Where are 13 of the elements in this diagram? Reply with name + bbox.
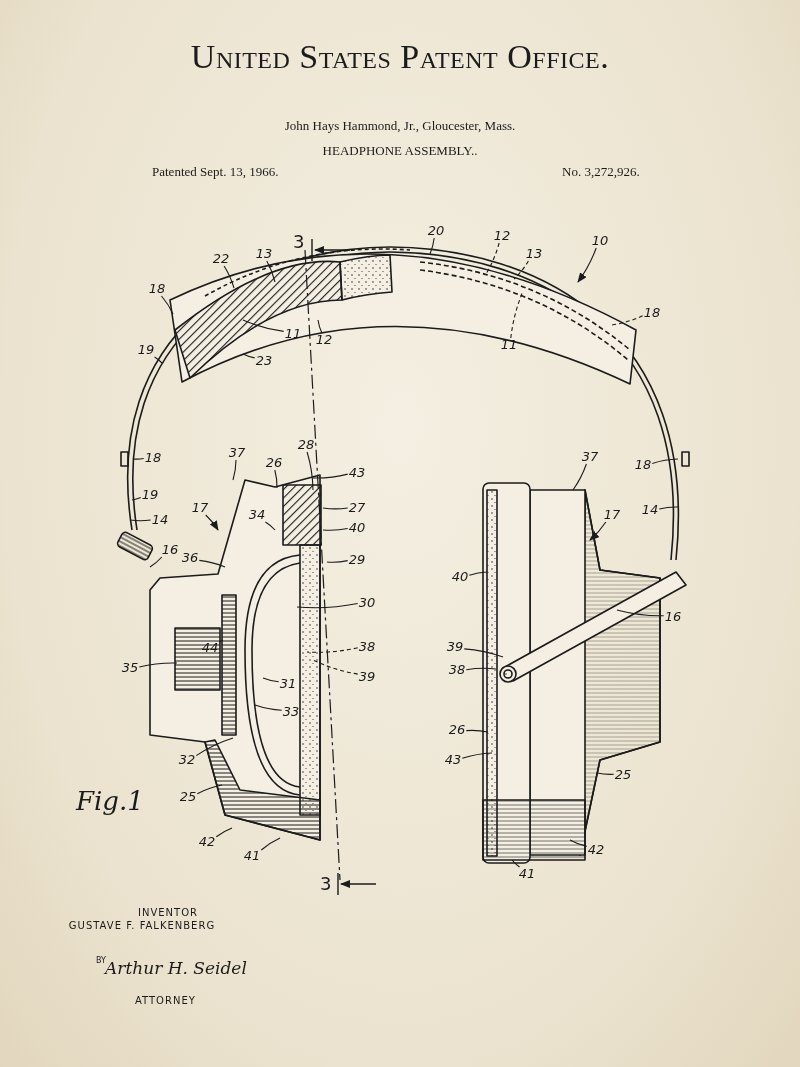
role-label: INVENTOR <box>138 907 198 918</box>
patent-title: HEADPHONE ASSEMBLY.. <box>322 143 478 159</box>
role-label: ATTORNEY <box>135 995 196 1006</box>
inventor-name: GUSTAVE F. FALKENBERG <box>68 920 216 931</box>
section-number: 3 <box>293 231 305 252</box>
section-number: 3 <box>320 873 332 894</box>
office-title: United States Patent Office. <box>190 38 610 75</box>
figure-label: Fig.1 <box>76 786 144 816</box>
by-label: BY <box>96 956 106 965</box>
patent-number: No. 3,272,926. <box>562 164 640 180</box>
signature: Arthur H. Seidel <box>105 958 247 978</box>
patent-date: Patented Sept. 13, 1966. <box>152 164 279 180</box>
inventor-line: John Hays Hammond, Jr., Gloucester, Mass. <box>284 118 516 134</box>
